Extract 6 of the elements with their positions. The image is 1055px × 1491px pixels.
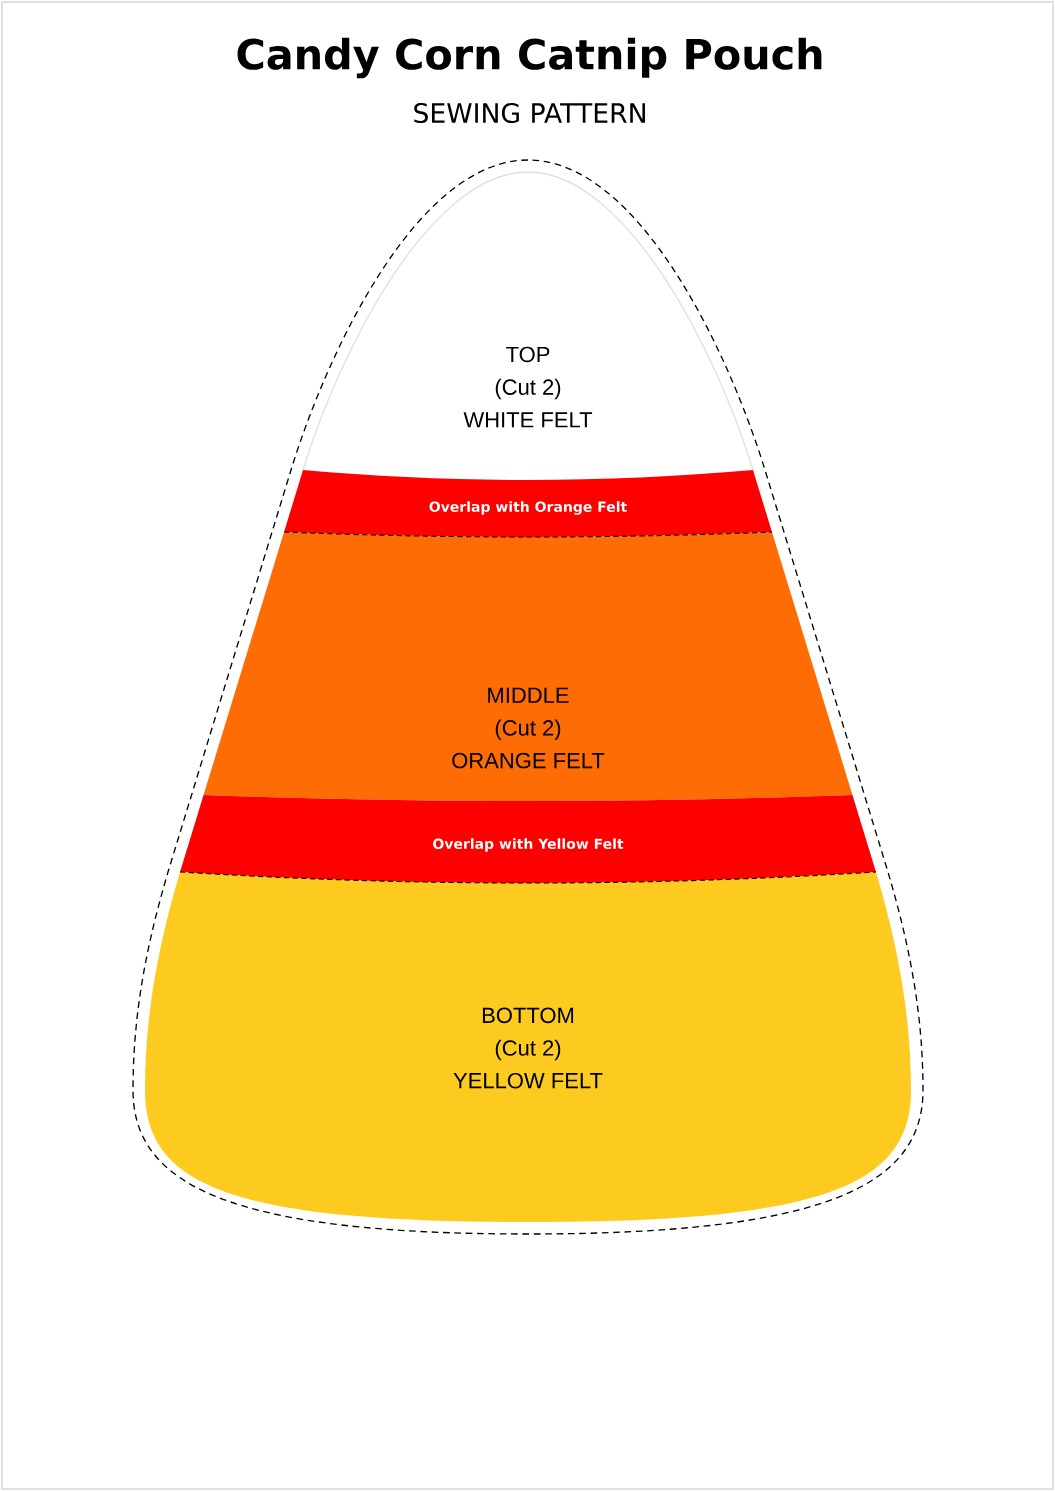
- subtitle: SEWING PATTERN: [414, 102, 645, 124]
- overlap-band: Overlap with Yellow Felt: [180, 795, 876, 883]
- title: Candy Corn Catnip Pouch: [237, 37, 822, 79]
- overlap-band: Overlap with Orange Felt: [284, 470, 772, 537]
- pattern-piece: MIDDLE (Cut 2) ORANGE FELT: [203, 531, 853, 801]
- pattern-piece: BOTTOM (Cut 2) YELLOW FELT: [145, 871, 911, 1222]
